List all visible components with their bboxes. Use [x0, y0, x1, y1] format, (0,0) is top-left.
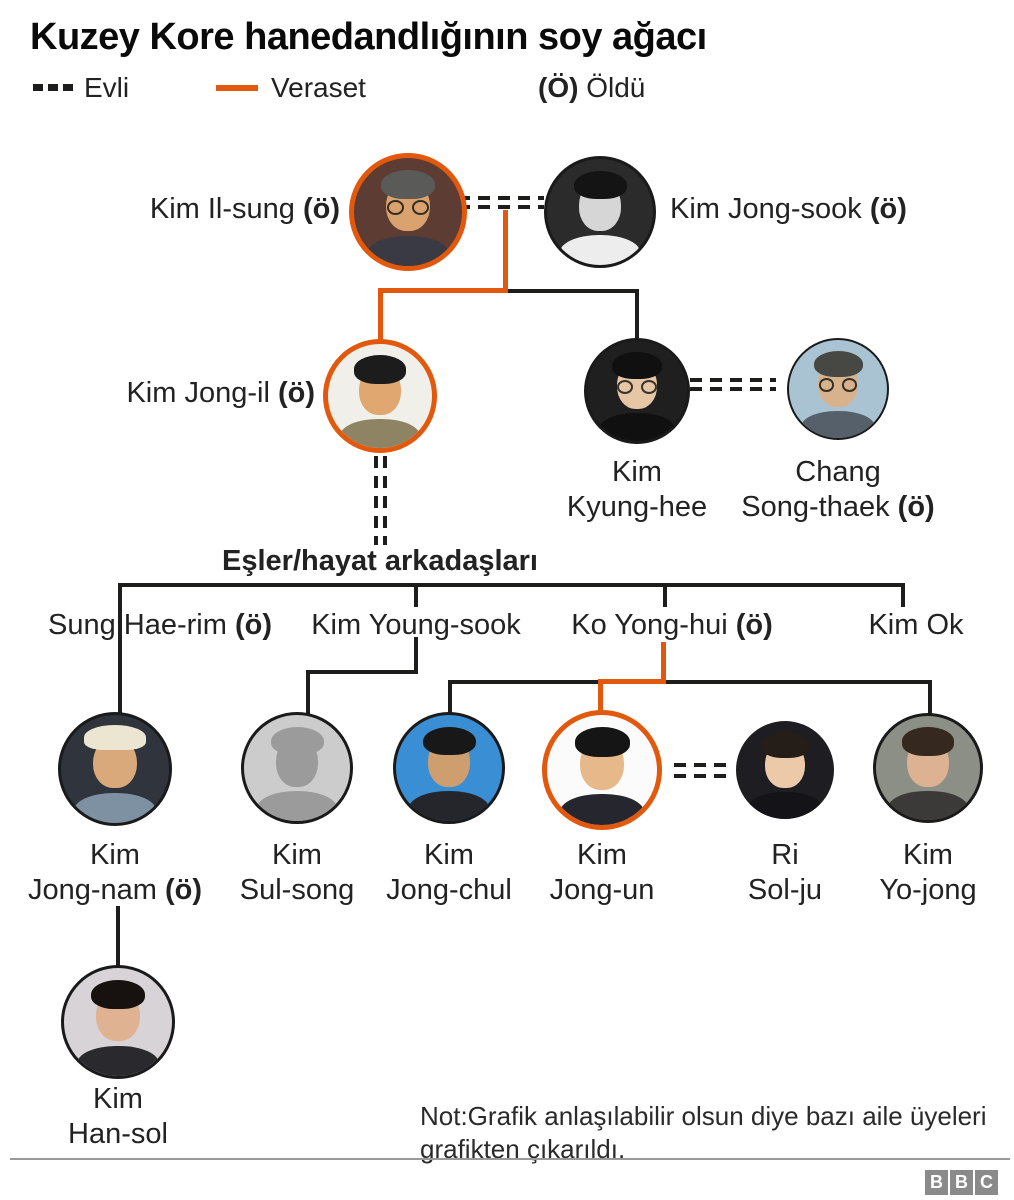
marriage-line-jong-un-sol-ju: [674, 763, 728, 778]
marriage-line-kyung-hee-chang: [690, 378, 776, 391]
marriage-line-il-sung-jong-sook: [458, 196, 544, 209]
kim-jong-chul-photo: [393, 712, 505, 824]
succession-line-icon: [216, 85, 258, 91]
siblings-line: [448, 680, 932, 684]
kim-yo-jong-photo: [873, 713, 983, 823]
partners-line-jong-il-down: [374, 456, 387, 545]
label-sung-hae-rim: Sung Hae-rim (ö): [48, 609, 272, 641]
shirt-shape: [256, 791, 338, 821]
label-kim-kyung-hee: Kim Kyung-hee: [566, 456, 708, 523]
label-kim-il-sung: Kim Il-sung (ö): [149, 193, 340, 225]
deceased-symbol: (Ö): [538, 72, 579, 103]
footnote: Not:Grafik anlaşılabilir olsun diye bazı…: [420, 1101, 987, 1164]
glasses-icon: [818, 378, 858, 392]
label-chang-song-thaek: Chang Song-thaek (ö): [741, 456, 935, 523]
legend-married-label: Evli: [84, 72, 130, 103]
legend-succession-label: Veraset: [271, 72, 366, 103]
line-to-sul-song: [306, 670, 310, 714]
line-to-han-sol: [116, 906, 120, 966]
bbc-logo: B B C: [925, 1170, 998, 1195]
bbc-logo-letter: B: [950, 1170, 973, 1195]
kim-jong-sook-photo: [544, 156, 656, 268]
stub-ko-yong-hui: [663, 583, 667, 607]
succession-line-ko-down: [661, 642, 666, 684]
bbc-logo-letter: C: [975, 1170, 998, 1195]
married-line-icon: [33, 84, 73, 91]
label-kim-sul-song: Kim Sul-song: [239, 839, 355, 906]
label-kim-young-sook: Kim Young-sook: [311, 609, 521, 641]
kim-han-sol-photo: [61, 965, 175, 1079]
shirt-shape: [73, 792, 157, 823]
cap-icon: [83, 724, 147, 750]
kim-jong-nam-photo: [58, 712, 172, 826]
succession-line-ko-elbow: [598, 679, 666, 684]
kim-jong-il-photo: [323, 339, 437, 453]
label-kim-yo-jong: Kim Yo-jong: [879, 839, 977, 906]
shirt-shape: [888, 790, 968, 820]
hair-shape: [354, 355, 406, 384]
legend-deceased-label: Öldü: [586, 72, 646, 103]
hair-shape: [760, 731, 810, 759]
spouses-header: Eşler/hayat arkadaşları: [222, 545, 538, 577]
kim-jong-un-photo: [542, 710, 662, 830]
branch-line-to-kyung-hee-v: [635, 289, 639, 339]
legend-deceased: (Ö) Öldü: [538, 72, 645, 104]
spouses-connector-line: [118, 583, 905, 587]
footer-divider: [10, 1158, 1010, 1160]
shirt-shape: [559, 235, 641, 265]
label-kim-jong-nam: Kim Jong-nam (ö): [27, 839, 203, 906]
succession-line-to-jong-il-v: [378, 288, 383, 341]
kim-il-sung-photo: [349, 153, 467, 271]
stub-kim-ok: [901, 583, 905, 607]
ri-sol-ju-photo: [736, 721, 834, 819]
shirt-shape: [408, 791, 490, 821]
succession-line-to-jong-il-h: [378, 288, 508, 293]
label-kim-ok: Kim Ok: [868, 609, 964, 641]
shirt-shape: [560, 794, 644, 825]
line-to-yo-jong: [928, 680, 932, 714]
hair-shape: [91, 979, 145, 1010]
label-ko-yong-hui: Ko Yong-hui (ö): [571, 609, 773, 641]
hair-shape: [573, 170, 627, 200]
line-sung-hae-rim-down: [118, 583, 122, 713]
hair-shape: [381, 169, 435, 200]
hair-shape: [422, 726, 476, 756]
hair-shape: [574, 727, 630, 757]
chang-song-thaek-photo: [787, 338, 889, 440]
label-ri-sol-ju: Ri Sol-ju: [747, 839, 823, 906]
branch-line-to-kyung-hee-h: [506, 289, 638, 293]
kim-sul-song-photo-placeholder: [241, 712, 353, 824]
bbc-logo-letter: B: [925, 1170, 948, 1195]
succession-line-to-jong-un: [598, 679, 603, 714]
shirt-shape: [340, 418, 420, 448]
shirt-shape: [747, 791, 823, 819]
label-kim-jong-chul: Kim Jong-chul: [386, 839, 512, 906]
glasses-icon: [386, 200, 430, 216]
line-young-sook-down: [414, 637, 418, 674]
label-kim-jong-un: Kim Jong-un: [549, 839, 655, 906]
hair-shape: [612, 352, 662, 379]
hair-shape: [902, 727, 954, 756]
page-title: Kuzey Kore hanedandlığının soy ağacı: [30, 16, 707, 58]
shirt-shape: [800, 410, 876, 438]
label-kim-jong-il: Kim Jong-il (ö): [126, 377, 315, 409]
shirt-shape: [366, 235, 450, 266]
line-to-jong-chul: [448, 680, 452, 714]
glasses-icon: [617, 380, 657, 394]
face-shape: [275, 736, 319, 788]
shirt-shape: [76, 1045, 160, 1076]
line-young-sook-elbow: [306, 670, 418, 674]
succession-line-gen1-down: [503, 210, 508, 290]
hair-shape: [813, 350, 863, 378]
shirt-shape: [599, 413, 675, 441]
kim-kyung-hee-photo: [584, 338, 690, 444]
label-kim-jong-sook: Kim Jong-sook (ö): [670, 193, 907, 225]
label-kim-han-sol: Kim Han-sol: [68, 1083, 168, 1150]
stub-kim-young-sook: [414, 583, 418, 607]
